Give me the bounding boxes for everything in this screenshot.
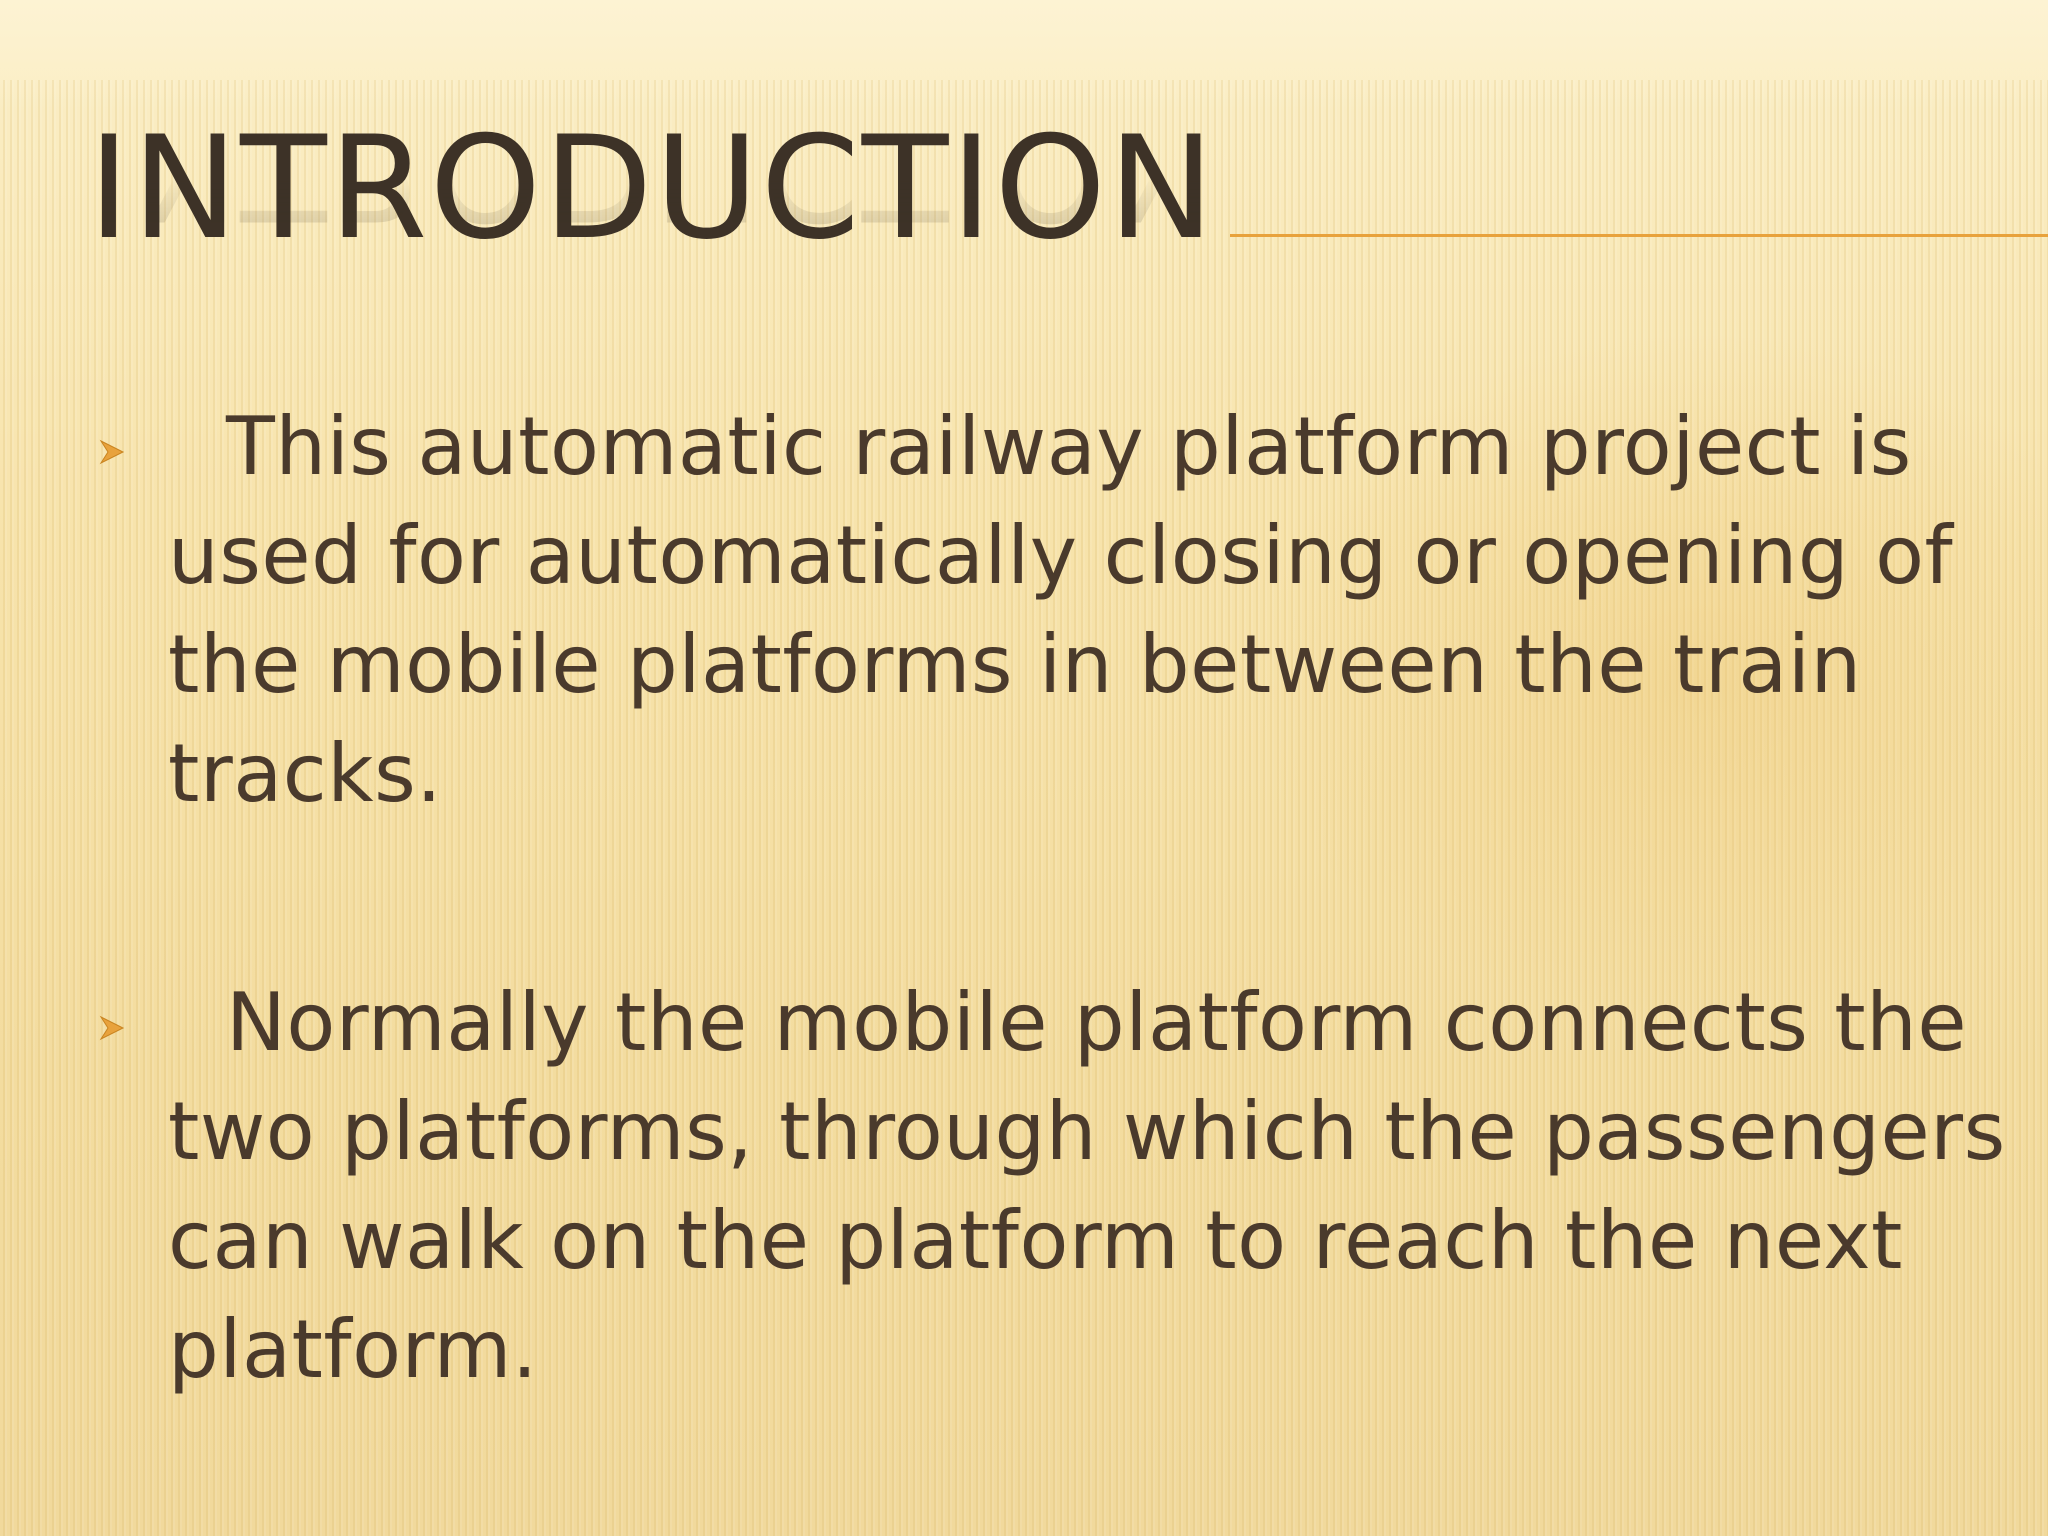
arrowhead-bullet-icon [99,1015,125,1041]
top-band [0,0,2048,110]
bullet-item: This automatic railway platform project … [90,392,2010,828]
bullet-item: Normally the mobile platform connects th… [90,968,2010,1404]
slide-title-reflection: INTRODUCTION [88,85,1217,250]
title-underline [1230,234,2048,237]
bullet-text: This automatic railway platform project … [168,400,1954,820]
bullet-text: Normally the mobile platform connects th… [168,976,2006,1396]
background-glow [1250,330,2048,1030]
arrowhead-bullet-icon [99,439,125,465]
bullet-list: This automatic railway platform project … [90,392,2010,1536]
slide-title: INTRODUCTION [88,106,1217,271]
striped-background [0,80,2048,1536]
